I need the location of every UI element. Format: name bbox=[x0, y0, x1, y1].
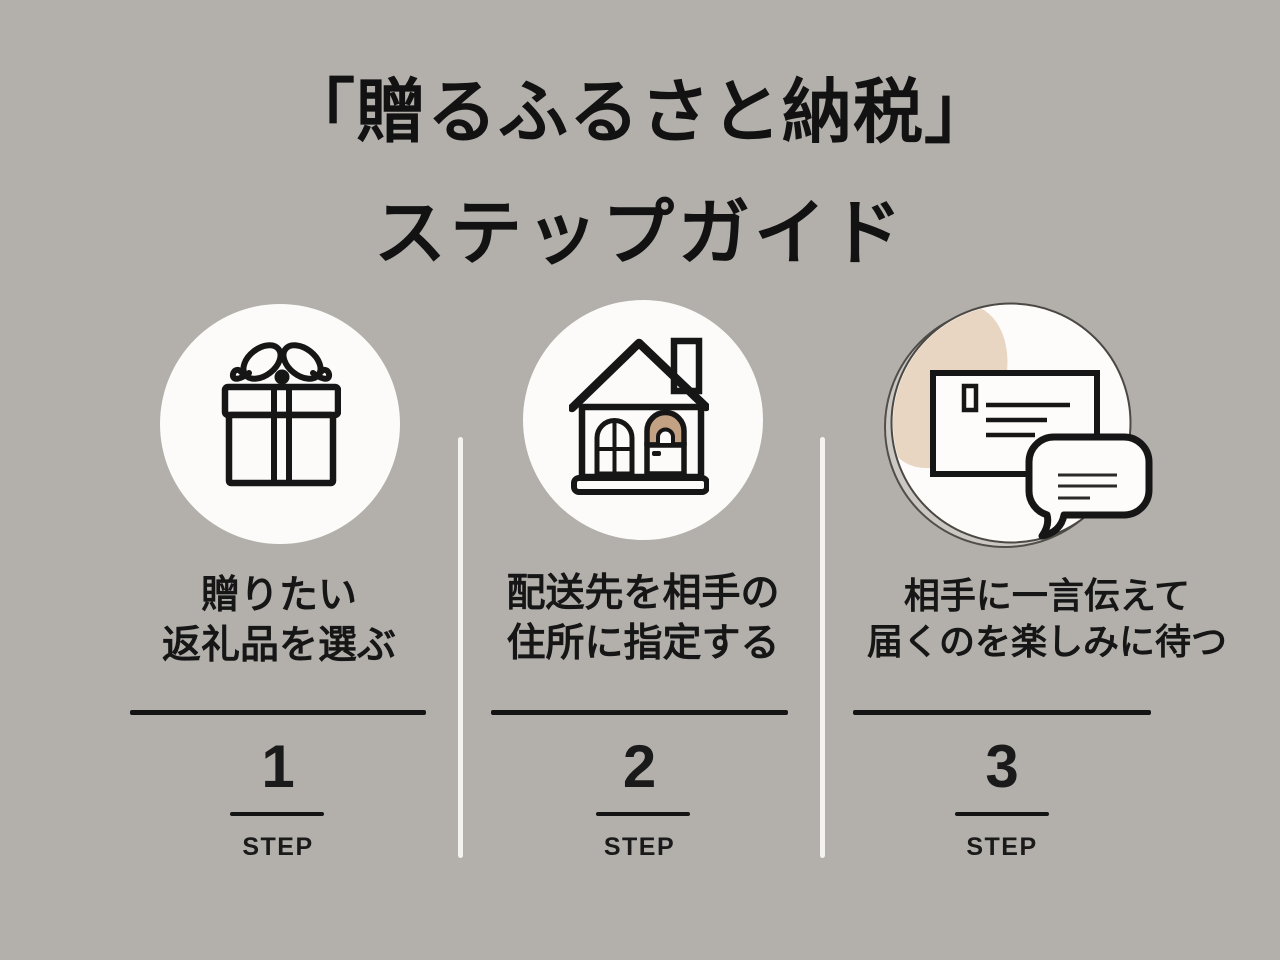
step3-divider-line bbox=[853, 710, 1151, 715]
column-divider-1 bbox=[458, 437, 463, 858]
step2-number-underline bbox=[596, 812, 690, 816]
step1-description-line1: 贈りたい bbox=[200, 574, 357, 617]
step1-description: 贈りたい 返礼品を選ぶ bbox=[69, 571, 489, 670]
step1-number-underline bbox=[230, 812, 324, 816]
step1-number: 1 bbox=[261, 733, 295, 800]
step1-description-line2: 返礼品を選ぶ bbox=[161, 623, 396, 667]
step3-number: 3 bbox=[985, 733, 1019, 800]
message-icon bbox=[884, 302, 1153, 548]
column-divider-2 bbox=[820, 437, 825, 858]
step3-description-line2: 届くのを楽しみに待つ bbox=[866, 621, 1227, 662]
step2-divider-line bbox=[491, 710, 788, 715]
step1-circle bbox=[160, 304, 400, 544]
step3-label: STEP bbox=[966, 833, 1038, 861]
poster-title-line-1: 「贈るふるさと納税」 bbox=[285, 75, 995, 152]
poster-title-line-2: ステップガイド bbox=[373, 194, 906, 274]
step1-label: STEP bbox=[242, 833, 314, 861]
step3-description-line1: 相手に一言伝えて bbox=[903, 576, 1191, 616]
step2-description-line2: 住所に指定する bbox=[506, 621, 780, 665]
gift-icon bbox=[221, 342, 341, 487]
step2-label: STEP bbox=[603, 833, 676, 861]
house-icon bbox=[569, 337, 709, 495]
step2-circle bbox=[523, 300, 763, 540]
step2-description: 配送先を相手の 住所に指定する bbox=[433, 569, 853, 668]
step3-description: 相手に一言伝えて 届くのを楽しみに待つ bbox=[837, 574, 1257, 665]
step2-description-line1: 配送先を相手の bbox=[506, 572, 780, 615]
step2-number: 2 bbox=[622, 733, 657, 800]
step3-number-underline bbox=[955, 812, 1049, 816]
step1-divider-line bbox=[130, 710, 426, 715]
